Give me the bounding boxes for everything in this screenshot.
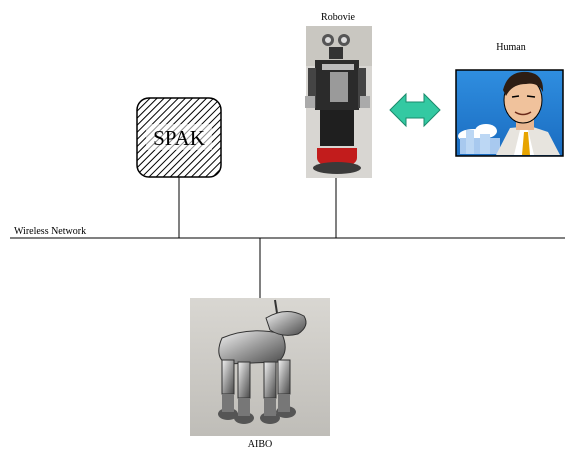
- aibo-node: AIBO: [190, 298, 330, 450]
- spak-label: SPAK: [153, 126, 205, 150]
- aibo-photo: [190, 298, 330, 436]
- connectors: [10, 177, 565, 298]
- aibo-label: AIBO: [248, 439, 272, 450]
- double-arrow-icon: [389, 92, 441, 128]
- human-illustration: [455, 69, 564, 157]
- robovie-label: Robovie: [321, 12, 355, 23]
- human-label: Human: [496, 42, 525, 53]
- spak-node: SPAK: [136, 97, 222, 178]
- human-node: Human: [455, 42, 564, 157]
- wireless-network-label: Wireless Network: [14, 226, 86, 237]
- robovie-node: Robovie: [305, 12, 372, 178]
- robovie-photo: [305, 26, 372, 178]
